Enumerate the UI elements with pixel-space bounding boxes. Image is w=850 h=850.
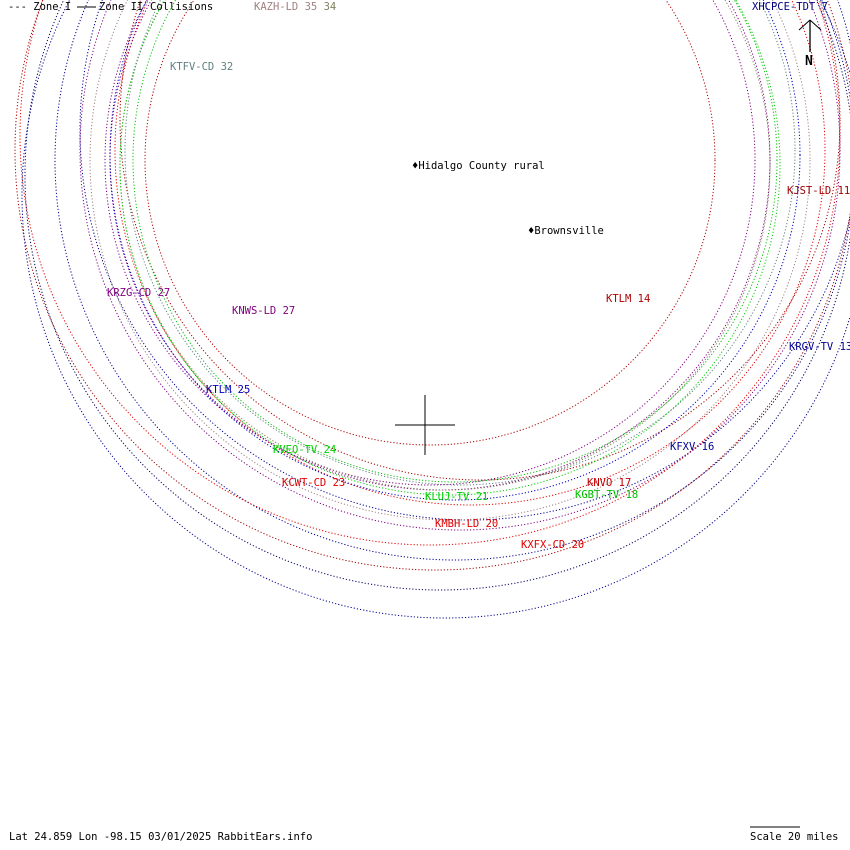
station-call: KNVO bbox=[587, 477, 613, 489]
station-label[interactable]: KJST-LD 11 bbox=[787, 185, 850, 197]
station-channel: 35 bbox=[304, 1, 318, 13]
station-channel: 11 bbox=[837, 185, 850, 197]
station-call: KTLM bbox=[206, 384, 232, 396]
station-channel: 18 bbox=[625, 489, 639, 501]
coverage-contour bbox=[54, 0, 850, 561]
station-call: KRGV-TV bbox=[789, 341, 834, 353]
legend-zone2: Zone II bbox=[99, 1, 144, 13]
station-channel: 27 bbox=[282, 305, 296, 317]
north-arrow-icon bbox=[798, 19, 822, 52]
scale-label: Scale 20 miles bbox=[750, 831, 839, 843]
station-channel: 16 bbox=[701, 441, 715, 453]
coverage-contour bbox=[119, 0, 781, 496]
station-label[interactable]: KXFX-CD 20 bbox=[521, 539, 584, 551]
station-channel: 14 bbox=[637, 293, 651, 305]
station-call: XHCPCE-TDT bbox=[752, 1, 816, 13]
coverage-contour bbox=[114, 0, 826, 506]
station-call: KXFX-CD bbox=[521, 539, 566, 551]
coverage-contour bbox=[19, 0, 841, 546]
station-call: KLUJ-TV bbox=[425, 491, 470, 503]
station-channel: 20 bbox=[571, 539, 585, 551]
station-call: KTFV-CD bbox=[170, 61, 215, 73]
station-label[interactable]: KMBH-LD 20 bbox=[435, 518, 498, 530]
station-label[interactable]: KNVO 17 bbox=[587, 477, 631, 489]
station-label[interactable]: KFXV 16 bbox=[670, 441, 714, 453]
coverage-contour bbox=[144, 0, 716, 446]
footer-info: Lat 24.859 Lon -98.15 03/01/2025 RabbitE… bbox=[9, 831, 313, 843]
station-label[interactable]: KAZH-LD 35 34 bbox=[254, 1, 336, 13]
city-hidalgo: ♦Hidalgo County rural bbox=[412, 160, 545, 172]
legend-zone1: --- Zone I bbox=[8, 1, 72, 13]
coverage-contour bbox=[79, 0, 850, 521]
station-channel: 25 bbox=[237, 384, 251, 396]
station-call: KAZH-LD bbox=[254, 1, 299, 13]
coverage-contour bbox=[14, 0, 850, 571]
city-name: Brownsville bbox=[534, 225, 604, 237]
city-name: Hidalgo County rural bbox=[418, 160, 545, 172]
station-call: KVEO-TV bbox=[273, 444, 318, 456]
station-label[interactable]: KCWT-CD 23 bbox=[282, 477, 345, 489]
coverage-contour bbox=[21, 0, 850, 619]
coverage-contour bbox=[124, 0, 796, 486]
station-channel: 13 bbox=[839, 341, 850, 353]
station-call: KRZG-CD bbox=[107, 287, 152, 299]
coverage-contour bbox=[109, 0, 801, 501]
station-label[interactable]: KLUJ-TV 21 bbox=[425, 491, 488, 503]
station-channel: 23 bbox=[332, 477, 346, 489]
coverage-contour bbox=[119, 0, 771, 491]
city-brownsville: ♦Brownsville bbox=[528, 225, 604, 237]
station-channel-2: 34 bbox=[323, 1, 337, 13]
station-label[interactable]: XHCPCE-TDT 7 bbox=[752, 1, 828, 13]
station-label[interactable]: KTFV-CD 32 bbox=[170, 61, 233, 73]
station-label[interactable]: KNWS-LD 27 bbox=[232, 305, 295, 317]
compass-label: N bbox=[805, 54, 813, 69]
station-channel: 20 bbox=[485, 518, 499, 530]
station-label[interactable]: KGBT-TV 18 bbox=[575, 489, 638, 501]
coverage-contour bbox=[109, 0, 771, 491]
station-call: KCWT-CD bbox=[282, 477, 327, 489]
legend-collisions: Collisions bbox=[150, 1, 214, 13]
station-label[interactable]: KTLM 25 bbox=[206, 384, 250, 396]
station-label[interactable]: KRZG-CD 27 bbox=[107, 287, 170, 299]
station-call: KJST-LD bbox=[787, 185, 832, 197]
station-channel: 27 bbox=[157, 287, 171, 299]
station-label[interactable]: KRGV-TV 13 bbox=[789, 341, 850, 353]
coverage-contour bbox=[104, 0, 756, 486]
station-call: KNWS-LD bbox=[232, 305, 277, 317]
coverage-contour bbox=[79, 0, 841, 531]
station-call: KGBT-TV bbox=[575, 489, 620, 501]
station-channel: 7 bbox=[821, 1, 828, 13]
coverage-contour bbox=[24, 0, 850, 591]
station-channel: 21 bbox=[475, 491, 489, 503]
station-call: KTLM bbox=[606, 293, 632, 305]
station-call: KFXV bbox=[670, 441, 696, 453]
station-label[interactable]: KTLM 14 bbox=[606, 293, 650, 305]
station-label[interactable]: KVEO-TV 24 bbox=[273, 444, 336, 456]
station-channel: 24 bbox=[323, 444, 337, 456]
station-channel: 32 bbox=[220, 61, 234, 73]
station-channel: 17 bbox=[618, 477, 632, 489]
station-call: KMBH-LD bbox=[435, 518, 480, 530]
coverage-contour bbox=[132, 0, 778, 483]
coverage-contour bbox=[89, 0, 811, 521]
